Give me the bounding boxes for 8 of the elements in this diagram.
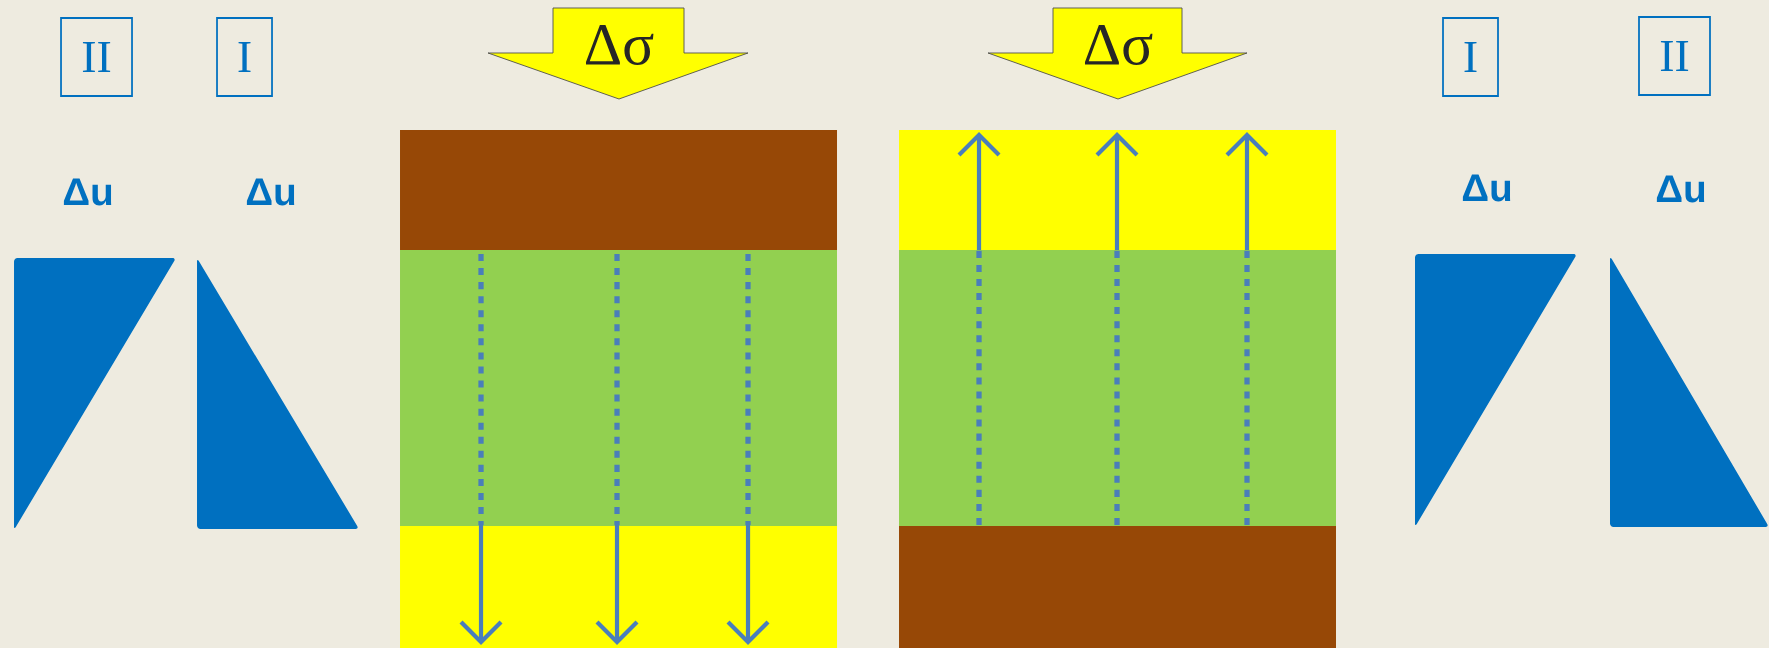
zone-label-box: II — [1638, 16, 1711, 96]
pressure-label: Δu — [1656, 175, 1705, 203]
zone-label-box: I — [1442, 17, 1499, 97]
pressure-label: Δu — [246, 178, 295, 206]
zone-label-box: I — [216, 17, 273, 97]
zone-label-box: II — [60, 17, 133, 97]
pressure-label: Δu — [1462, 174, 1511, 202]
pressure-label: Δu — [63, 178, 112, 206]
